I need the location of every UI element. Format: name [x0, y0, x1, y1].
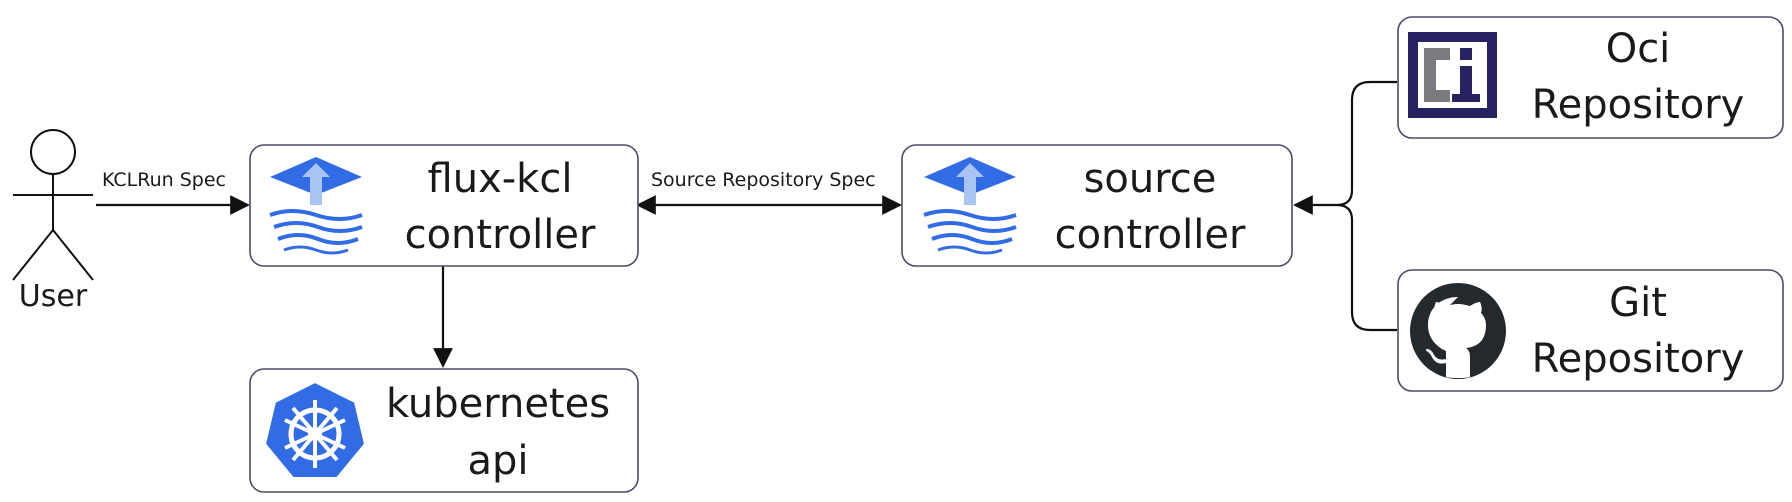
git-repository-node: Git Repository [1397, 269, 1784, 392]
source-title-line1: source [1084, 156, 1217, 202]
edge-repositories-to-source [1293, 80, 1397, 332]
github-icon [1410, 283, 1506, 379]
flux-kcl-controller-node: flux-kcl controller [249, 144, 639, 267]
edge-label-kclrun-spec: KCLRun Spec [102, 169, 226, 191]
kubernetes-api-node: kubernetes api [249, 368, 639, 493]
kubernetes-title-line2: api [467, 438, 528, 484]
flux-kcl-title-line1: flux-kcl [428, 156, 573, 202]
user-label: User [19, 279, 88, 314]
kubernetes-helm-icon [263, 380, 367, 479]
source-title-line2: controller [1055, 212, 1246, 258]
oci-title-line2: Repository [1532, 82, 1745, 128]
git-title-line1: Git [1609, 280, 1667, 326]
edge-label-source-repository-spec: Source Repository Spec [651, 169, 876, 191]
flux-icon [923, 157, 1017, 255]
flux-kcl-title-line2: controller [405, 212, 596, 258]
kubernetes-title-line1: kubernetes [386, 381, 610, 427]
oci-title-line1: Oci [1606, 26, 1671, 72]
edge-flux-to-source: Source Repository Spec [636, 169, 902, 215]
oci-repository-node: Oci Repository [1397, 16, 1784, 139]
edge-user-to-flux: KCLRun Spec [96, 169, 250, 215]
flux-icon [269, 157, 363, 255]
git-title-line2: Repository [1532, 336, 1745, 382]
user-actor: User [12, 129, 94, 314]
source-controller-node: source controller [901, 144, 1293, 267]
oci-icon [1408, 32, 1497, 118]
